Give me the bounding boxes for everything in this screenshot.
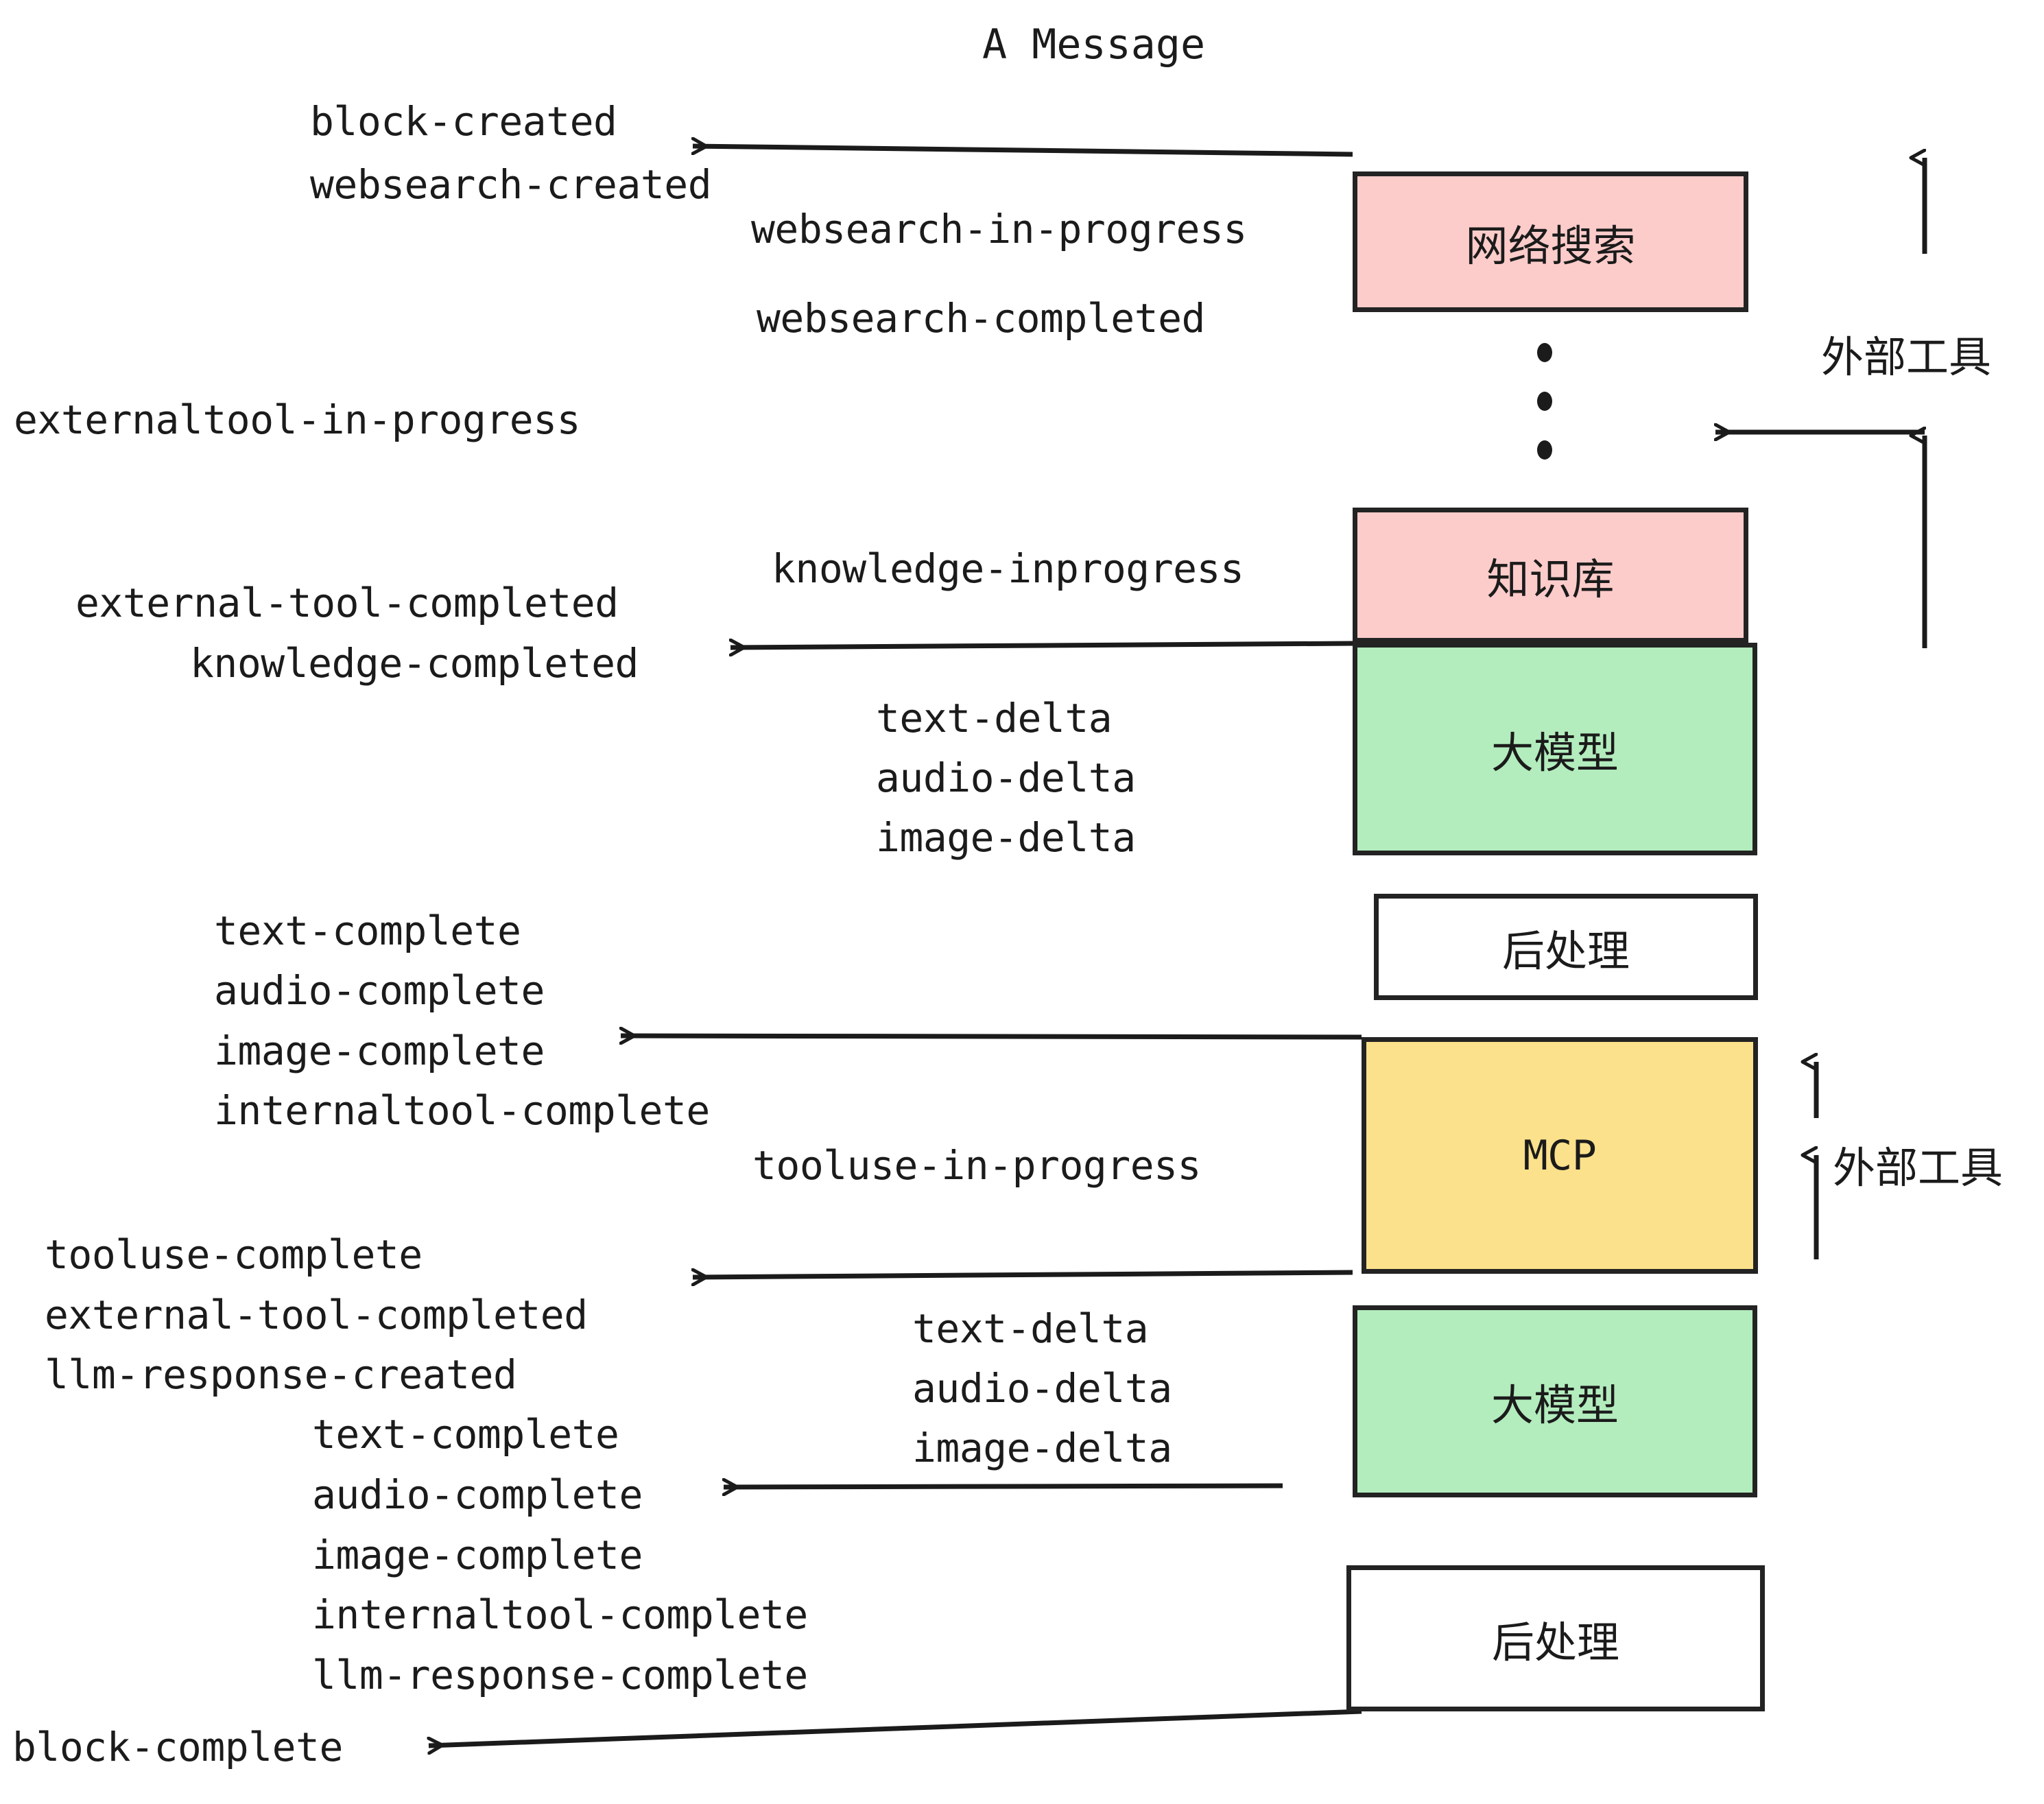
arrow-postprocess1-to-image-complete — [621, 1036, 1362, 1037]
node-postprocess-1[interactable]: 后处理 — [1374, 894, 1758, 1000]
node-knowledge-label: 知识库 — [1486, 554, 1615, 604]
event-audio-complete-2: audio-complete — [312, 1471, 643, 1518]
event-knowledge-completed: knowledge-completed — [190, 640, 639, 687]
event-websearch-in-progress: websearch-in-progress — [751, 206, 1247, 252]
side-label-external-tools-bottom: 外部工具 — [1833, 1143, 2004, 1193]
event-websearch-completed: websearch-completed — [757, 295, 1205, 342]
node-llm-1-label: 大模型 — [1490, 728, 1619, 778]
event-tooluse-in-progress: tooluse-in-progress — [752, 1142, 1201, 1189]
event-image-complete-1: image-complete — [214, 1028, 545, 1074]
event-websearch-created: websearch-created — [310, 161, 712, 208]
event-tooluse-complete: tooluse-complete — [45, 1231, 423, 1278]
event-block-complete: block-complete — [12, 1724, 343, 1770]
event-internaltool-complete-2: internaltool-complete — [312, 1591, 808, 1638]
node-postprocess-2[interactable]: 后处理 — [1346, 1565, 1765, 1711]
event-image-complete-2: image-complete — [312, 1532, 643, 1578]
node-mcp-label: MCP — [1523, 1131, 1597, 1180]
node-llm-1[interactable]: 大模型 — [1353, 643, 1757, 855]
event-audio-delta-1: audio-delta — [876, 755, 1136, 801]
dot-3 — [1537, 440, 1552, 460]
event-external-tool-completed-1: external-tool-completed — [75, 580, 619, 626]
event-text-delta-1: text-delta — [876, 695, 1113, 741]
event-internaltool-complete-1: internaltool-complete — [214, 1087, 710, 1134]
node-llm-2-label: 大模型 — [1490, 1380, 1619, 1430]
event-block-created: block-created — [310, 98, 617, 145]
dot-2 — [1537, 392, 1552, 411]
event-image-delta-1: image-delta — [876, 814, 1136, 861]
node-websearch[interactable]: 网络搜索 — [1353, 171, 1748, 312]
event-llm-response-created: llm-response-created — [45, 1351, 517, 1398]
arrow-websearch-to-block-created — [693, 146, 1353, 157]
event-audio-delta-2: audio-delta — [912, 1365, 1172, 1412]
ellipsis-dots — [1536, 343, 1554, 460]
node-llm-2[interactable]: 大模型 — [1353, 1305, 1757, 1497]
dot-1 — [1537, 343, 1552, 362]
node-websearch-label: 网络搜索 — [1465, 220, 1636, 271]
event-image-delta-2: image-delta — [912, 1425, 1172, 1471]
event-audio-complete-1: audio-complete — [214, 967, 545, 1014]
arrow-llm2-to-audio-complete — [724, 1486, 1283, 1487]
event-text-complete-2: text-complete — [312, 1411, 619, 1458]
node-postprocess-2-label: 后处理 — [1491, 1617, 1619, 1667]
event-text-complete-1: text-complete — [214, 907, 521, 954]
node-postprocess-1-label: 后处理 — [1501, 925, 1630, 976]
arrow-knowledge-to-completed — [730, 643, 1353, 648]
event-text-delta-2: text-delta — [912, 1305, 1149, 1352]
page-title: A Message — [982, 21, 1206, 69]
arrow-postprocess2-to-block-complete — [429, 1709, 1362, 1746]
node-mcp[interactable]: MCP — [1362, 1037, 1758, 1274]
event-external-tool-completed-2: external-tool-completed — [45, 1292, 588, 1338]
event-externaltool-in-progress: externaltool-in-progress — [14, 396, 581, 443]
event-knowledge-inprogress: knowledge-inprogress — [772, 545, 1244, 592]
arrow-mcp-to-tooluse-complete — [693, 1272, 1353, 1277]
side-label-external-tools-top: 外部工具 — [1821, 332, 1992, 382]
event-llm-response-complete: llm-response-complete — [312, 1652, 808, 1698]
node-knowledge[interactable]: 知识库 — [1353, 508, 1748, 643]
